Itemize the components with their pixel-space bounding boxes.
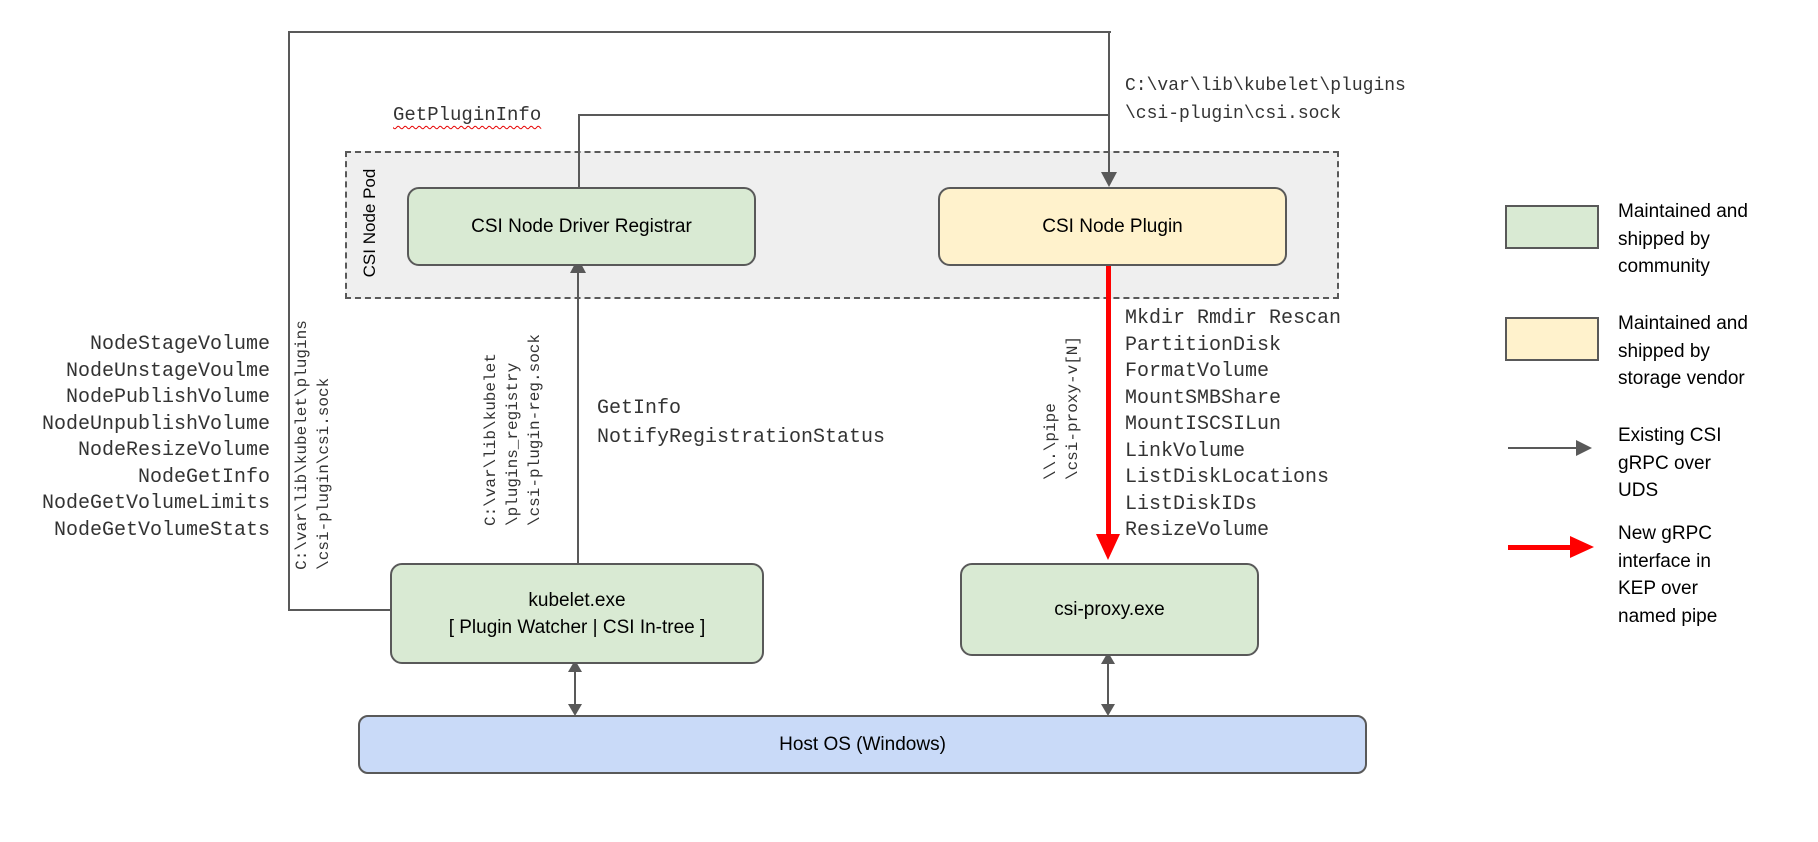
registration-calls-list: GetInfo NotifyRegistrationStatus <box>597 397 886 449</box>
legend-gray-arrowhead-icon <box>1576 440 1592 456</box>
legend-swatch-community <box>1505 205 1599 249</box>
host-os-box: Host OS (Windows) <box>358 715 1367 774</box>
arrowhead-down-hostos-left-icon <box>568 704 582 716</box>
line-registrar-to-plugin-top <box>578 114 1110 116</box>
proxy-calls-list: Mkdir Rmdir Rescan PartitionDisk FormatV… <box>1125 307 1342 542</box>
legend-label-uds: Existing CSI gRPC over UDS <box>1618 425 1722 501</box>
csi-node-driver-registrar-box: CSI Node Driver Registrar <box>407 187 756 266</box>
line-kubelet-to-registrar <box>577 271 579 564</box>
csi-node-pod-label: CSI Node Pod <box>360 168 379 278</box>
legend-label-pipe: New gRPC interface in KEP over named pip… <box>1618 523 1718 627</box>
csi-node-plugin-box: CSI Node Plugin <box>938 187 1287 266</box>
named-pipe-path-label: \\.\pipe \csi-proxy-v[N] <box>1042 335 1082 481</box>
get-plugin-info-label: GetPluginInfo <box>393 104 542 126</box>
arrowhead-down-into-plugin-icon <box>1101 172 1117 187</box>
registration-sock-path-label: C:\var\lib\kubelet \plugins_registry \cs… <box>482 333 544 527</box>
line-registrar-drop <box>578 114 580 188</box>
csi-sock-path-left-label: C:\var\lib\kubelet\plugins \csi-plugin\c… <box>293 320 333 570</box>
legend-swatch-vendor <box>1505 317 1599 361</box>
line-kubelet-loop-bottom <box>288 609 392 611</box>
legend-label-community: Maintained and shipped by community <box>1618 201 1748 277</box>
line-kubelet-hostos <box>574 670 576 706</box>
arrowhead-red-into-proxy-icon <box>1096 534 1120 560</box>
kubelet-node-calls-list: NodeStageVolume NodeUnstageVoulme NodePu… <box>41 333 270 542</box>
line-proxy-hostos <box>1107 662 1109 706</box>
csi-proxy-box: csi-proxy.exe <box>960 563 1259 656</box>
line-plugin-to-proxy-red <box>1106 262 1111 540</box>
kubelet-box: kubelet.exe [ Plugin Watcher | CSI In-tr… <box>390 563 764 664</box>
csi-sock-path-top-label: C:\var\lib\kubelet\plugins \csi-plugin\c… <box>1125 76 1406 124</box>
line-kubelet-loop-left <box>288 31 290 611</box>
legend-red-arrowhead-icon <box>1570 536 1594 558</box>
legend-red-arrow-line <box>1508 545 1572 550</box>
line-into-plugin <box>1108 31 1110 174</box>
legend-gray-arrow-line <box>1508 447 1578 449</box>
arrowhead-down-hostos-right-icon <box>1101 704 1115 716</box>
legend-label-vendor: Maintained and shipped by storage vendor <box>1618 313 1748 389</box>
line-kubelet-loop-top <box>288 31 1111 33</box>
